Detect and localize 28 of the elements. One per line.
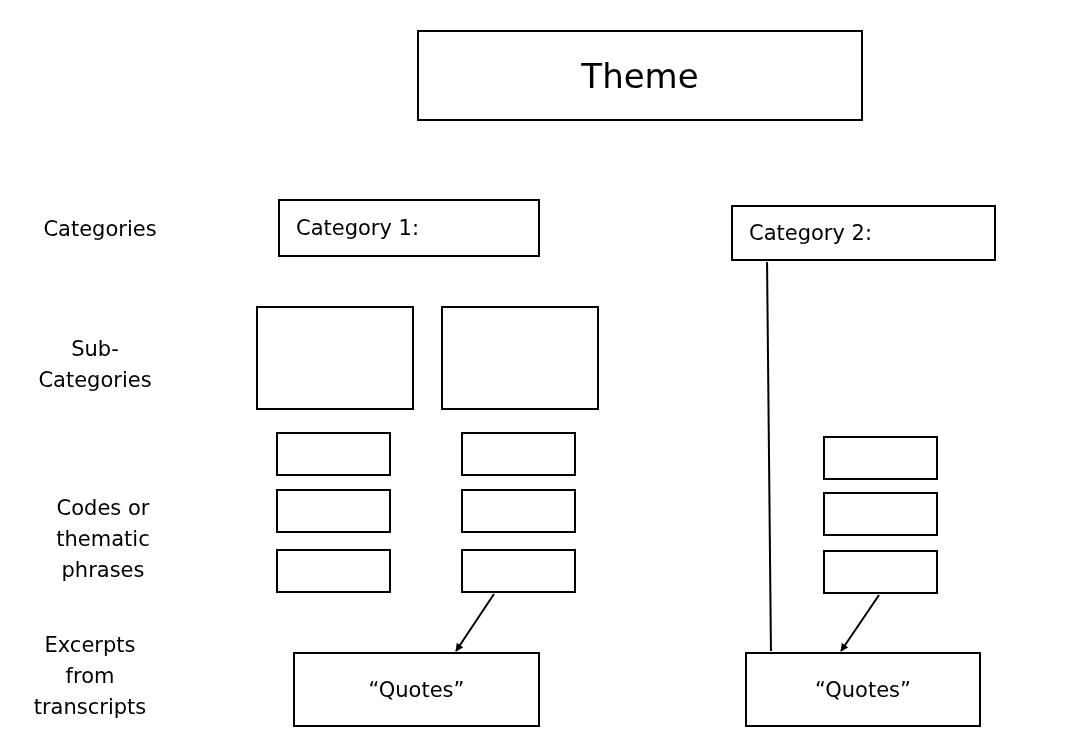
text-box (278, 199, 540, 257)
empty-box (276, 549, 391, 593)
arrow (840, 594, 880, 652)
text-box (417, 30, 863, 121)
connector-line (766, 261, 772, 652)
box-label: Category 2: (749, 221, 873, 245)
row-label: Codes or thematic phrases (55, 495, 151, 584)
row-label: Categories (42, 216, 158, 243)
empty-box (276, 432, 391, 476)
empty-box (276, 489, 391, 533)
text-box (731, 205, 996, 261)
box-label: Category 1: (296, 216, 420, 240)
row-label: Sub- Categories (37, 336, 153, 394)
box-label: “Quotes” (815, 677, 911, 702)
text-box (293, 652, 540, 727)
empty-box (823, 436, 938, 480)
empty-box (461, 549, 576, 593)
empty-box (441, 306, 599, 410)
box-label: Theme (581, 55, 699, 96)
box-label: “Quotes” (368, 677, 465, 702)
empty-box (256, 306, 414, 410)
empty-box (823, 492, 938, 536)
arrow (455, 593, 495, 652)
row-label: Excerpts from transcripts (32, 632, 148, 721)
empty-box (823, 550, 938, 594)
empty-box (461, 432, 576, 476)
empty-box (461, 489, 576, 533)
text-box (745, 652, 981, 727)
